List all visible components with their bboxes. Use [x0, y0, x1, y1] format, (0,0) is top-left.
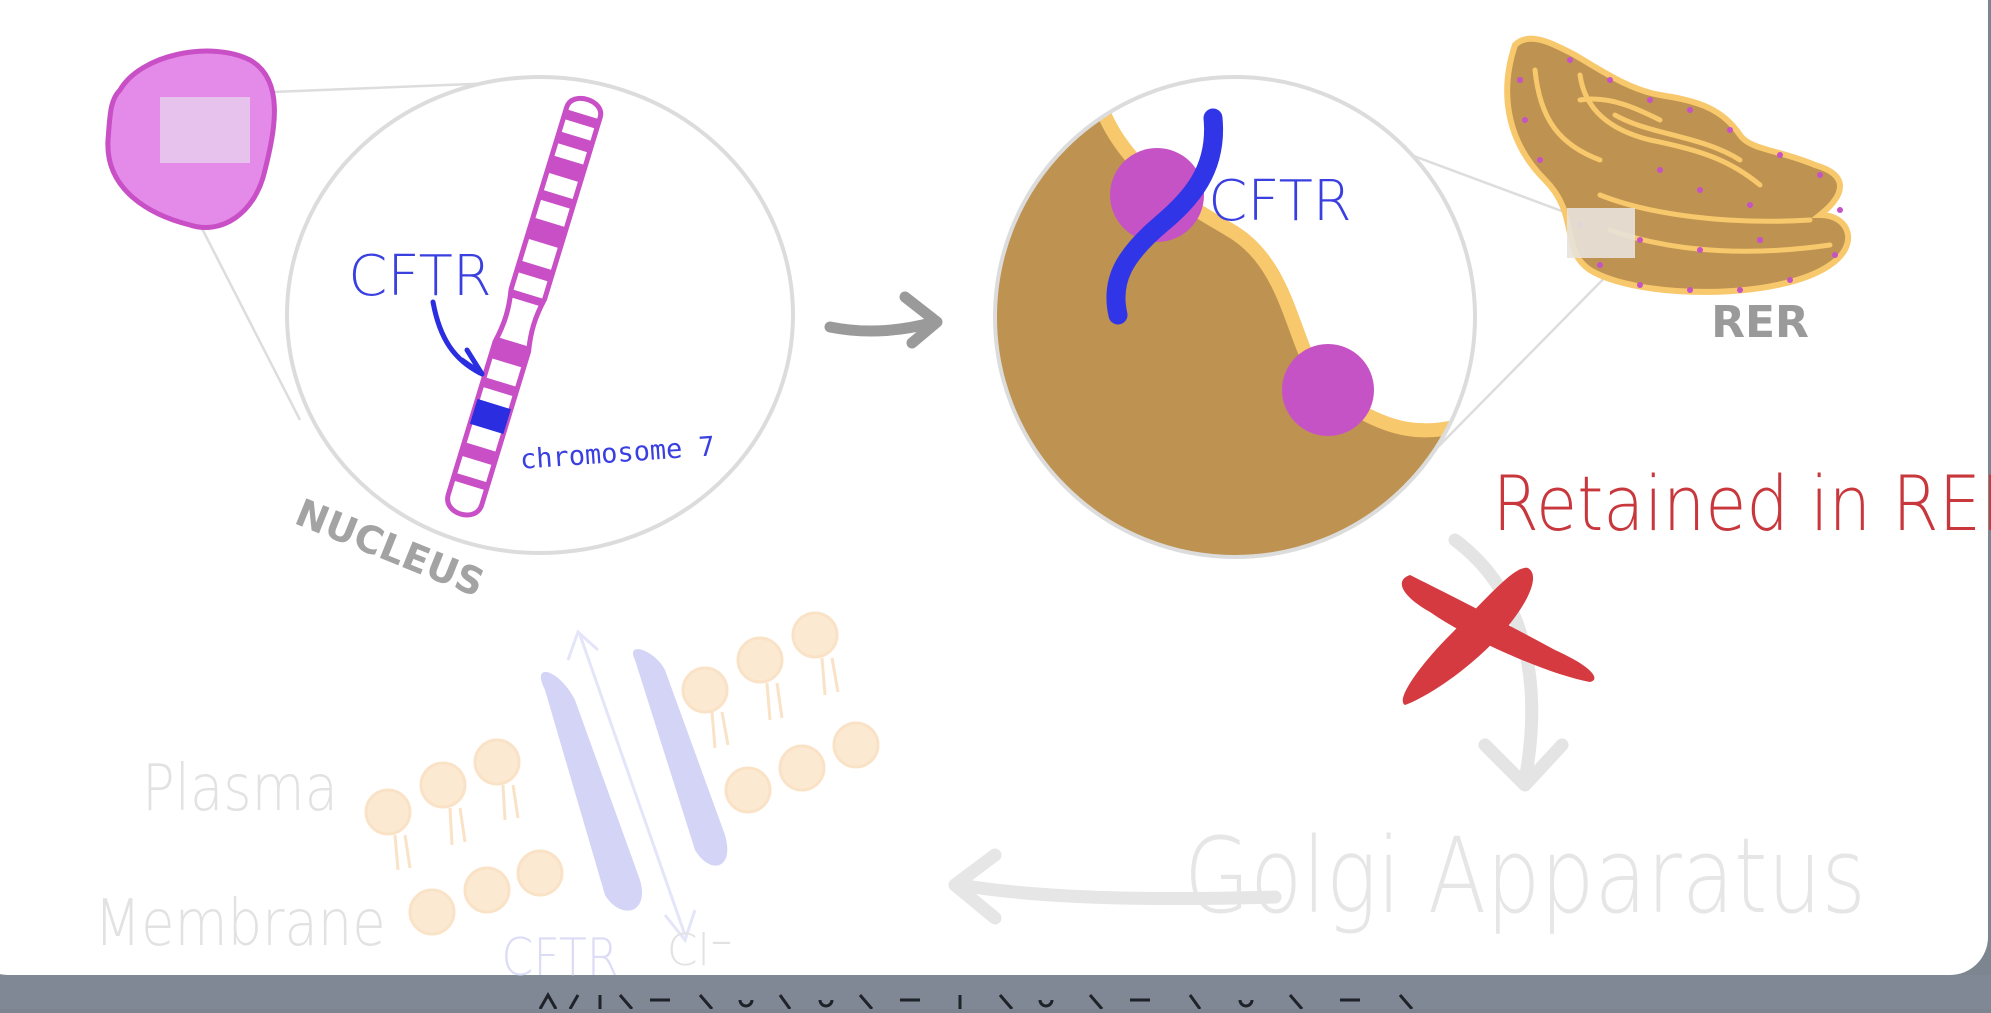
background-dark-glyphs [538, 991, 1414, 1010]
golgi-label: Golgi Apparatus [1184, 817, 1866, 937]
cftr-gene-label: CFTR [348, 244, 491, 309]
plasma-label-line1: Plasma [142, 752, 338, 826]
rer-label: RER [1711, 297, 1809, 348]
rer-zoom-circle-border [993, 75, 1477, 559]
cftr-channel-icon [540, 629, 728, 944]
x-mark-icon [1401, 567, 1595, 705]
chloride-label: Cl⁻ [667, 925, 733, 976]
background-strip [0, 975, 1991, 1009]
rer-zoom-content [995, 77, 1475, 557]
arrow-right-icon [824, 291, 943, 349]
chromosome-icon [445, 95, 604, 518]
faded-arrow-left-icon [948, 848, 1282, 925]
gene-pointer-arrow [430, 299, 485, 377]
ribosome-icon [1282, 344, 1374, 436]
cftr-gene-band [469, 398, 511, 435]
nucleus-circle [285, 75, 795, 555]
cell-zoom-region [160, 97, 250, 163]
rer-organelle-icon [1504, 35, 1852, 295]
lipid-bilayer-icon [364, 611, 880, 936]
retained-label: Retained in RER [1492, 460, 1991, 548]
cftr-protein-strand [1106, 108, 1224, 325]
plasma-label-line2: Membrane [94, 887, 385, 961]
cftr-membrane-label: CFTR [501, 927, 618, 988]
rer-zoom-region [1567, 208, 1635, 258]
cftr-protein-label: CFTR [1208, 169, 1351, 234]
